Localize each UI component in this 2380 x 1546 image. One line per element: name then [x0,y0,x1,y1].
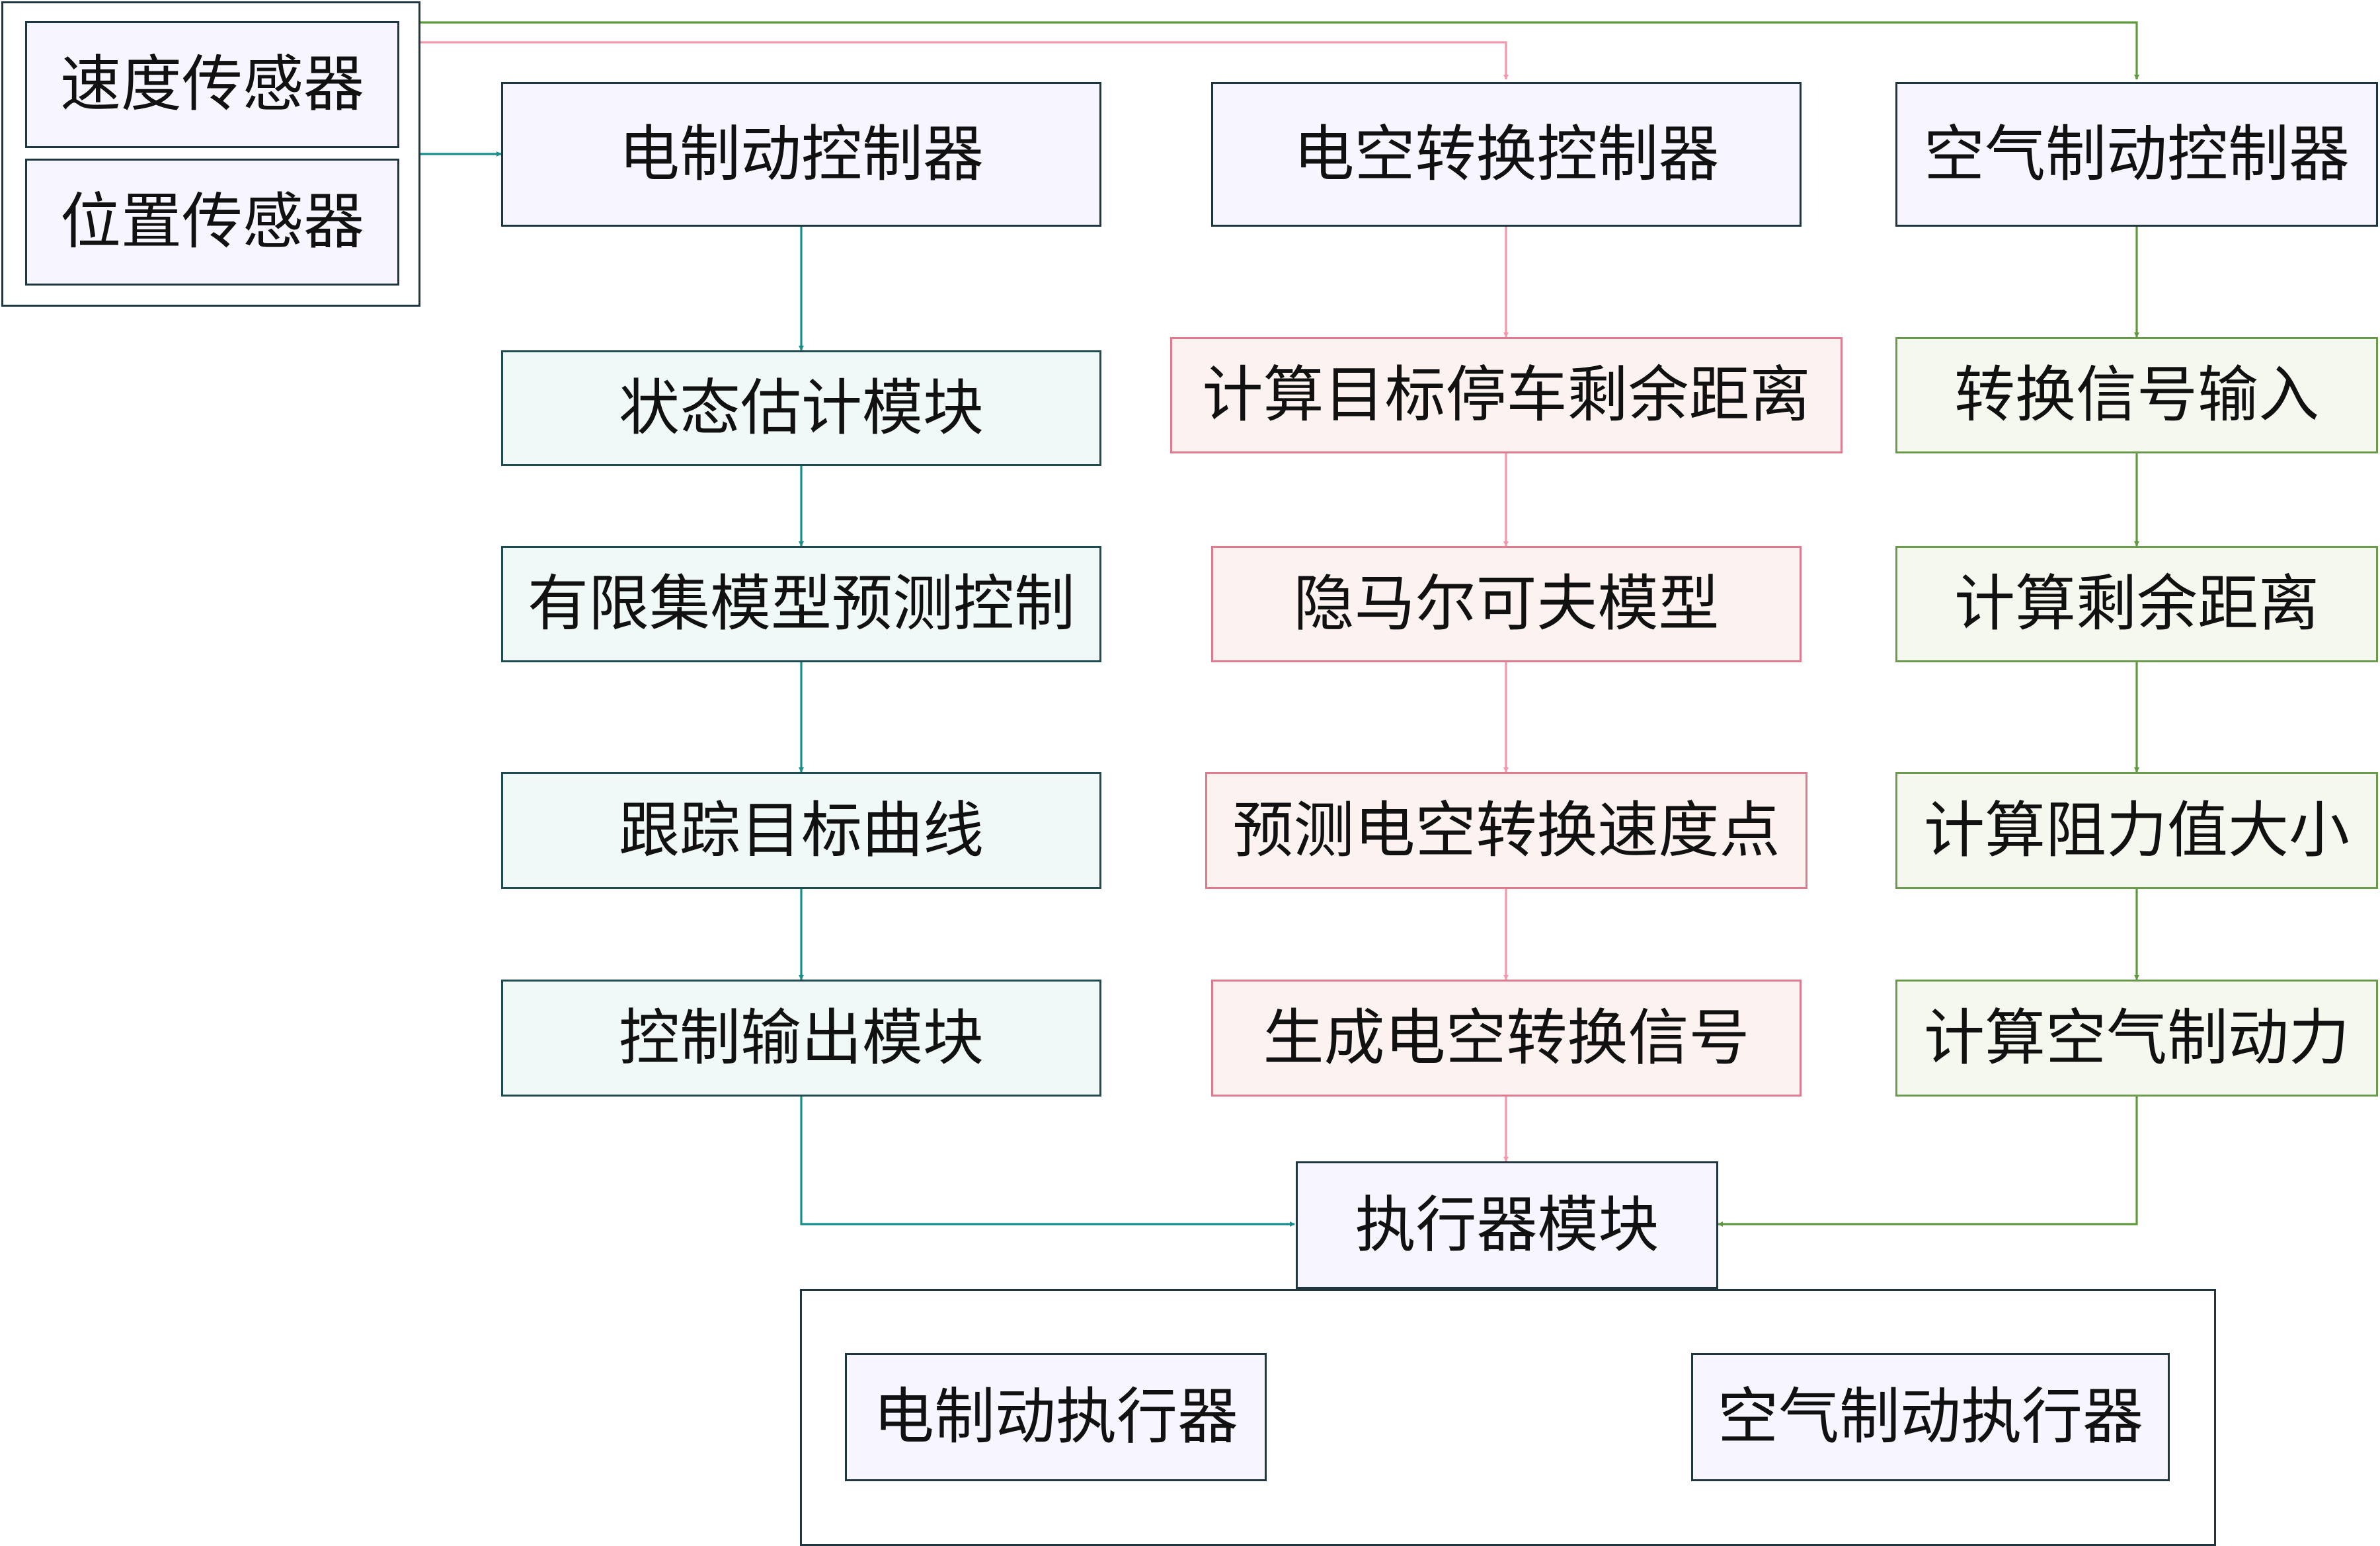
arrow-air-to-actuator [1718,1097,2138,1227]
compute-remaining-distance: 计算剩余距离 [1895,546,2378,662]
state-estimation-module: 状态估计模块 [501,350,1101,466]
actuator-module: 执行器模块 [1296,1161,1718,1289]
position-sensor: 位置传感器 [25,159,399,286]
speed-sensor: 速度传感器 [25,21,399,148]
conversion-signal-input: 转换信号输入 [1895,337,2378,453]
air-brake-actuator: 空气制动执行器 [1691,1353,2170,1481]
predict-conversion-speed-point: 预测电空转换速度点 [1205,772,1807,889]
control-output-module: 控制输出模块 [501,980,1101,1097]
hidden-markov-model: 隐马尔可夫模型 [1211,546,1802,662]
finite-set-mpc: 有限集模型预测控制 [501,546,1101,662]
arrow-sensors-to-conversion-controller [420,41,1509,80]
arrow-sensors-to-air-controller [420,21,2139,80]
electric-brake-controller: 电制动控制器 [501,82,1101,227]
compute-air-brake-force: 计算空气制动力 [1895,980,2378,1097]
remaining-stop-distance: 计算目标停车剩余距离 [1170,337,1843,453]
electro-pneumatic-conversion-controller: 电空转换控制器 [1211,82,1802,227]
arrow-electric-to-actuator [800,1097,1295,1227]
air-brake-controller: 空气制动控制器 [1895,82,2378,227]
generate-conversion-signal: 生成电空转换信号 [1211,980,1802,1097]
track-target-curve: 跟踪目标曲线 [501,772,1101,889]
compute-resistance: 计算阻力值大小 [1895,772,2378,889]
electric-brake-actuator: 电制动执行器 [845,1353,1267,1481]
